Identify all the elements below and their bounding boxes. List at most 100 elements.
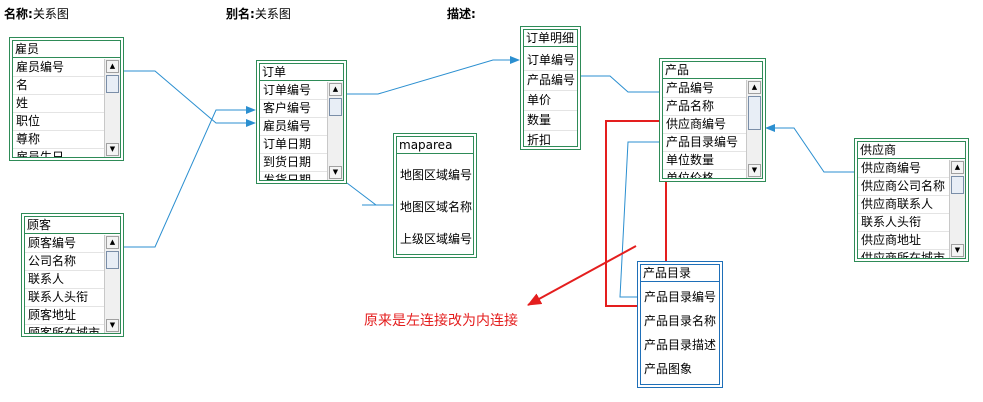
field-row[interactable]: 单位数量 (663, 152, 762, 170)
field-row[interactable]: 产品目录编号 (644, 290, 717, 304)
scroll-thumb[interactable] (951, 176, 964, 194)
field-row[interactable]: 联系人头衔 (25, 289, 120, 307)
scroll-up-icon[interactable]: ▲ (748, 81, 761, 94)
field-row[interactable]: 联系人 (25, 271, 120, 289)
table-title: 雇员 (13, 41, 120, 58)
field-row[interactable]: 顾客编号 (25, 235, 120, 253)
field-row[interactable]: 顾客所在城市 (25, 325, 120, 333)
relation-supplier-product[interactable] (765, 124, 854, 173)
scroll-down-icon[interactable]: ▼ (329, 166, 342, 179)
field-row[interactable]: 供应商联系人 (858, 196, 965, 214)
relation-order-orderdetail[interactable] (347, 56, 520, 95)
scroll-up-icon[interactable]: ▲ (329, 83, 342, 96)
field-row[interactable]: 产品图象 (644, 362, 693, 376)
field-row[interactable]: 顾客地址 (25, 307, 120, 325)
name-field: 名称:关系图 (4, 5, 69, 22)
relation-orderdetail-product[interactable] (581, 75, 659, 93)
description-field: 描述: (447, 5, 476, 22)
table-maparea[interactable]: maparea 地图区域编号 地图区域名称 上级区域编号 (393, 133, 477, 258)
field-list: 顾客编号 公司名称 联系人 联系人头衔 顾客地址 顾客所在城市 ▲ ▼ (25, 235, 120, 333)
scroll-down-icon[interactable]: ▼ (748, 164, 761, 177)
field-row[interactable]: 供应商所在城市 (858, 250, 965, 258)
relation-category-product[interactable] (619, 141, 659, 298)
scroll-up-icon[interactable]: ▲ (106, 236, 119, 249)
relation-employee-order[interactable] (124, 70, 256, 127)
scroll-down-icon[interactable]: ▼ (106, 143, 119, 156)
field-list: 产品目录编号 产品目录名称 产品目录描述 产品图象 (641, 283, 719, 384)
scrollbar[interactable]: ▲ ▼ (746, 80, 762, 178)
field-list: 订单编号 产品编号 单价 数量 折扣 (524, 48, 577, 146)
field-row[interactable]: 地图区域编号 (400, 168, 473, 182)
name-label: 名称: (4, 7, 33, 21)
scroll-thumb[interactable] (329, 98, 342, 116)
table-order-detail[interactable]: 订单明细 订单编号 产品编号 单价 数量 折扣 (520, 26, 581, 150)
field-row[interactable]: 数量 (524, 111, 577, 131)
field-row[interactable]: 折扣 (524, 131, 577, 146)
field-row[interactable]: 单价 (524, 91, 577, 111)
field-row[interactable]: 上级区域编号 (400, 232, 473, 246)
field-row[interactable]: 产品编号 (663, 80, 762, 98)
field-row[interactable]: 产品目录描述 (644, 338, 717, 352)
field-list: 供应商编号 供应商公司名称 供应商联系人 联系人头衔 供应商地址 供应商所在城市… (858, 160, 965, 258)
field-row[interactable]: 尊称 (13, 131, 120, 149)
scroll-up-icon[interactable]: ▲ (951, 161, 964, 174)
highlight-box (605, 120, 667, 307)
field-row[interactable]: 供应商编号 (858, 160, 965, 178)
name-value: 关系图 (32, 7, 69, 21)
relation-customer-order[interactable] (124, 106, 256, 248)
scroll-thumb[interactable] (106, 75, 119, 93)
table-category[interactable]: 产品目录 产品目录编号 产品目录名称 产品目录描述 产品图象 (637, 261, 723, 388)
table-product[interactable]: 产品 产品编号 产品名称 供应商编号 产品目录编号 单位数量 单位价格 ▲ ▼ (659, 58, 766, 182)
field-row[interactable]: 公司名称 (25, 253, 120, 271)
field-row[interactable]: 姓 (13, 95, 120, 113)
scroll-down-icon[interactable]: ▼ (951, 244, 964, 257)
description-label: 描述: (447, 7, 476, 21)
field-row[interactable]: 雇员编号 (13, 59, 120, 77)
scrollbar[interactable]: ▲ ▼ (104, 59, 120, 157)
scroll-thumb[interactable] (748, 96, 761, 130)
alias-label: 别名: (226, 7, 255, 21)
field-row[interactable]: 到货日期 (260, 154, 343, 172)
scrollbar[interactable]: ▲ ▼ (949, 160, 965, 258)
field-row[interactable]: 地图区域名称 (400, 200, 473, 214)
field-row[interactable]: 订单日期 (260, 136, 343, 154)
scrollbar[interactable]: ▲ ▼ (327, 82, 343, 180)
field-row[interactable]: 产品目录编号 (663, 134, 762, 152)
field-row[interactable]: 雇员编号 (260, 118, 343, 136)
scrollbar[interactable]: ▲ ▼ (104, 235, 120, 333)
table-customer[interactable]: 顾客 顾客编号 公司名称 联系人 联系人头衔 顾客地址 顾客所在城市 ▲ ▼ (21, 213, 124, 337)
alias-field: 别名:关系图 (226, 5, 291, 22)
table-title: maparea (397, 137, 473, 154)
field-list: 订单编号 客户编号 雇员编号 订单日期 到货日期 发货日期 ▲ ▼ (260, 82, 343, 180)
relation-order-maparea[interactable] (346, 182, 393, 206)
field-row[interactable]: 订单编号 (524, 51, 577, 71)
field-row[interactable]: 发货日期 (260, 172, 343, 180)
table-employee[interactable]: 雇员 雇员编号 名 姓 职位 尊称 雇员生日 ▲ ▼ (9, 37, 124, 161)
scroll-up-icon[interactable]: ▲ (106, 60, 119, 73)
field-row[interactable]: 供应商地址 (858, 232, 965, 250)
annotation-arrow (527, 245, 637, 306)
field-row[interactable]: 订单编号 (260, 82, 343, 100)
table-title: 订单明细 (524, 30, 577, 47)
field-row[interactable]: 产品编号 (524, 71, 577, 91)
scroll-down-icon[interactable]: ▼ (106, 319, 119, 332)
field-row[interactable]: 联系人头衔 (858, 214, 965, 232)
field-row[interactable]: 客户编号 (260, 100, 343, 118)
field-row[interactable]: 产品名称 (663, 98, 762, 116)
field-row[interactable]: 供应商编号 (663, 116, 762, 134)
table-title: 顾客 (25, 217, 120, 234)
field-row[interactable]: 产品目录名称 (644, 314, 717, 328)
field-list: 雇员编号 名 姓 职位 尊称 雇员生日 ▲ ▼ (13, 59, 120, 157)
table-title: 订单 (260, 64, 343, 81)
field-row[interactable]: 雇员生日 (13, 149, 120, 157)
field-row[interactable]: 职位 (13, 113, 120, 131)
table-order[interactable]: 订单 订单编号 客户编号 雇员编号 订单日期 到货日期 发货日期 ▲ ▼ (256, 60, 347, 184)
field-list: 产品编号 产品名称 供应商编号 产品目录编号 单位数量 单位价格 ▲ ▼ (663, 80, 762, 178)
field-row[interactable]: 单位价格 (663, 170, 762, 178)
field-row[interactable]: 名 (13, 77, 120, 95)
field-list: 地图区域编号 地图区域名称 上级区域编号 (397, 155, 473, 254)
field-row[interactable]: 供应商公司名称 (858, 178, 965, 196)
scroll-thumb[interactable] (106, 251, 119, 269)
table-supplier[interactable]: 供应商 供应商编号 供应商公司名称 供应商联系人 联系人头衔 供应商地址 供应商… (854, 138, 969, 262)
